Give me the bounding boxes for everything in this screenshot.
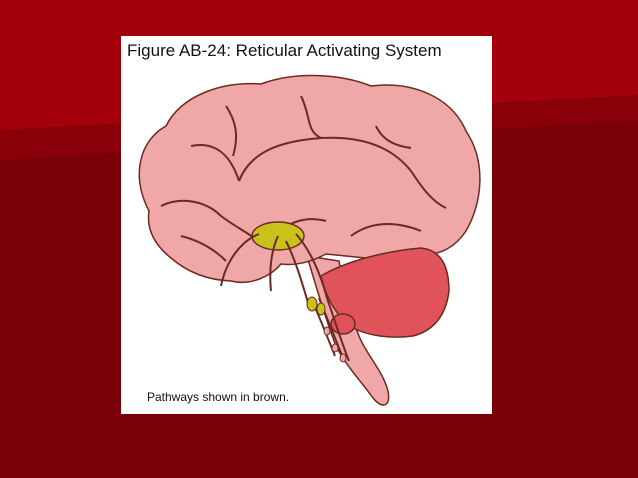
reticular-nucleus bbox=[331, 343, 339, 353]
diagram-panel: Figure AB-24: Reticular Activating Syste… bbox=[121, 36, 492, 414]
brain-diagram bbox=[138, 74, 481, 406]
figure-title: Figure AB-24: Reticular Activating Syste… bbox=[127, 41, 442, 60]
sulci-lines bbox=[160, 95, 447, 262]
reticular-nucleus bbox=[323, 326, 331, 336]
pons bbox=[330, 313, 356, 335]
reticular-nucleus bbox=[339, 353, 347, 363]
figure-caption: Pathways shown in brown. bbox=[147, 390, 290, 404]
reticular-nucleus bbox=[306, 296, 318, 312]
cerebrum bbox=[138, 74, 481, 283]
reticular-nucleus bbox=[316, 302, 326, 316]
